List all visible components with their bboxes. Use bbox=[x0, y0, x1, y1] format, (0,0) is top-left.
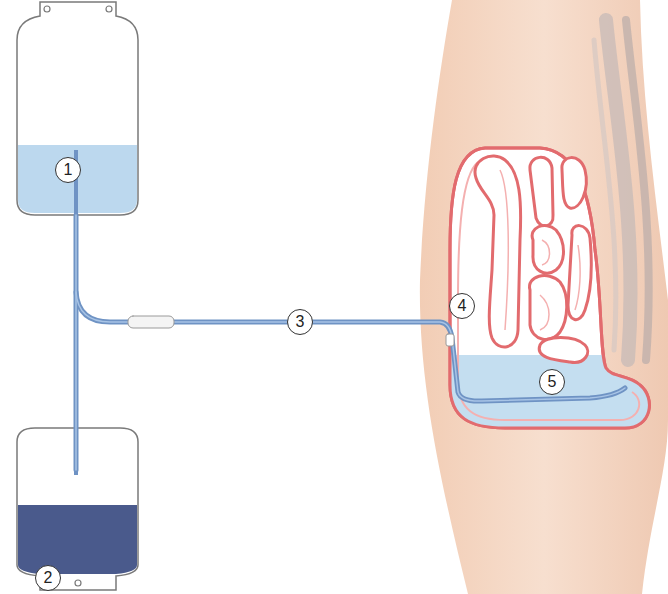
callout-text: 2 bbox=[44, 570, 53, 586]
callout-text: 5 bbox=[548, 374, 557, 390]
dialysate-bag bbox=[17, 2, 138, 215]
body-outline bbox=[420, 0, 668, 594]
callout-number: 1 bbox=[55, 157, 81, 183]
callout-text: 3 bbox=[296, 314, 305, 330]
callout-number: 2 bbox=[35, 565, 61, 591]
intestine-loops bbox=[475, 156, 591, 362]
callout-text: 1 bbox=[64, 162, 73, 178]
peritoneal-membrane-edge bbox=[450, 148, 649, 428]
callout-number: 4 bbox=[449, 293, 475, 319]
callout-text: 4 bbox=[458, 298, 467, 314]
tubing bbox=[76, 215, 625, 470]
callout-number: 5 bbox=[539, 369, 565, 395]
spine bbox=[594, 20, 649, 360]
callout-number: 3 bbox=[287, 309, 313, 335]
